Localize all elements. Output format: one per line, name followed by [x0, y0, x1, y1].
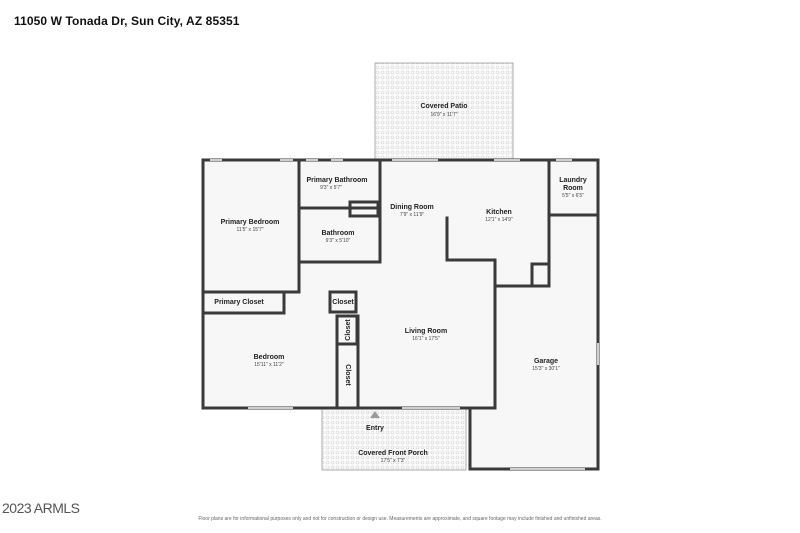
dining-room-label: Dining Room: [390, 204, 434, 211]
garage-label: Garage: [534, 358, 558, 365]
primary-bathroom-dims: 9'3" x 5'7": [320, 185, 342, 191]
covered-patio-dims: 16'9" x 11'7": [430, 112, 457, 118]
front-porch-label: Covered Front Porch: [358, 450, 428, 457]
laundry-dims: 5'5" x 6'5": [562, 193, 584, 199]
covered-patio-label: Covered Patio: [420, 103, 467, 110]
primary-closet-label: Primary Closet: [214, 299, 264, 306]
laundry-label-1: Laundry: [559, 177, 587, 184]
watermark: 2023 ARMLS: [2, 500, 80, 516]
bedroom-dims: 15'11" x 11'2": [254, 362, 284, 368]
primary-bathroom-label: Primary Bathroom: [306, 177, 367, 184]
entry-label: Entry: [366, 425, 384, 432]
living-room-label: Living Room: [405, 328, 447, 335]
property-address: 11050 W Tonada Dr, Sun City, AZ 85351: [14, 14, 240, 28]
primary-bedroom-dims: 11'5" x 15'7": [236, 227, 263, 233]
disclaimer: Floor plans are for informational purpos…: [198, 516, 602, 522]
entry-arrow-icon: [370, 411, 380, 418]
living-room-dims: 16'1" x 17'5": [412, 336, 440, 342]
dining-room-dims: 7'9" x 11'9": [400, 212, 424, 218]
primary-bedroom-label: Primary Bedroom: [221, 219, 280, 226]
front-porch-dims: 17'5" x 7'3": [381, 458, 406, 464]
closet-3-label: Closet: [344, 364, 351, 386]
covered-patio-area: [374, 62, 514, 162]
garage-dims: 15'3" x 30'1": [532, 366, 560, 372]
bedroom-label: Bedroom: [254, 354, 285, 361]
bathroom-dims: 9'3" x 5'10": [326, 238, 351, 244]
laundry-label-2: Room: [563, 185, 583, 192]
closet-1-label: Closet: [332, 299, 354, 306]
closet-2-label: Closet: [345, 319, 352, 341]
walls: [201, 158, 600, 471]
kitchen-dims: 12'1" x 14'9": [485, 217, 513, 223]
bathroom-label: Bathroom: [321, 230, 354, 237]
windows: [210, 159, 599, 470]
kitchen-label: Kitchen: [486, 209, 512, 216]
front-porch-area: [321, 407, 467, 471]
